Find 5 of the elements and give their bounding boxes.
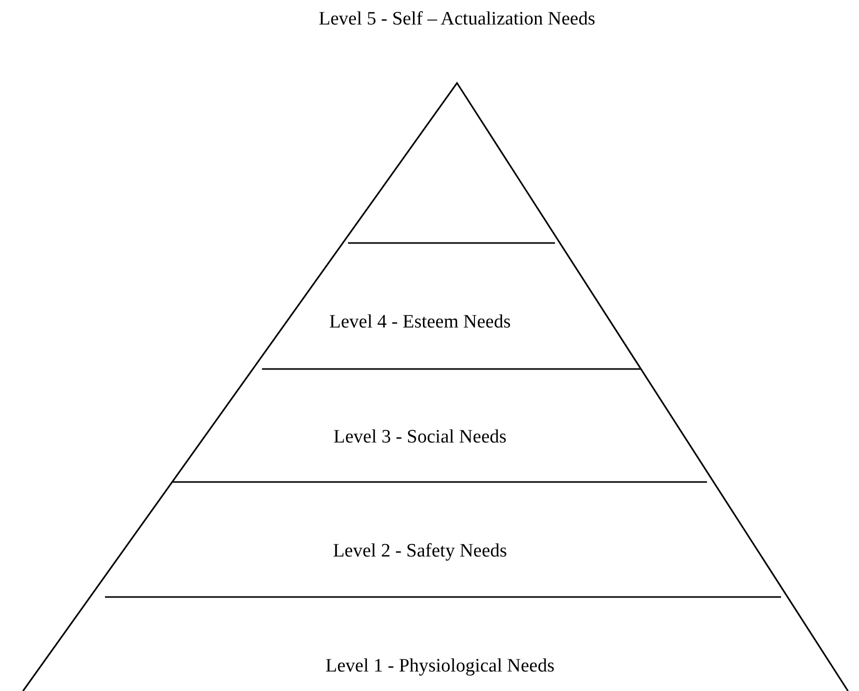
level-label: Level 3 - Social Needs xyxy=(333,428,507,448)
level-label: Level 1 - Physiological Needs xyxy=(326,656,554,678)
level-label: Level 2 - Safety Needs xyxy=(332,542,508,562)
level-label: Level 4 - Esteem Needs xyxy=(329,312,511,334)
pyramid-top-label: Level 5 - Self – Actualization Needs xyxy=(318,10,596,30)
